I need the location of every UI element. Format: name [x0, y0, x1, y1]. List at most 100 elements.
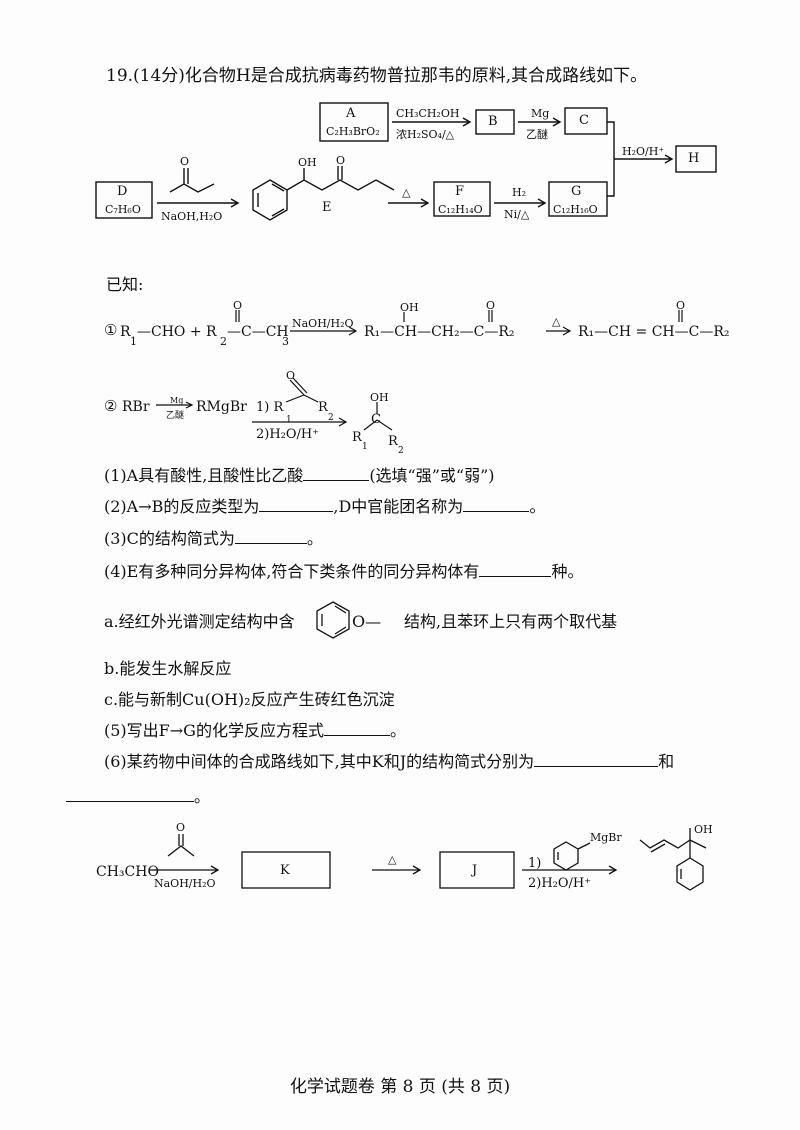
box-H	[675, 145, 717, 173]
condition-b: b.能发生水解反应	[104, 659, 232, 678]
known-r2-R2b: R	[388, 434, 398, 449]
known-r2-step1-sub: 1	[286, 415, 292, 425]
question-1: (1)A具有酸性,且酸性比乙酸(选填“强”或“弱”)	[104, 466, 495, 485]
condition-a-fragment: O—	[352, 612, 382, 631]
known-title: 已知:	[106, 275, 144, 294]
box-D	[95, 181, 153, 219]
question-2: (2)A→B的反应类型为,D中官能团名称为。	[104, 497, 546, 516]
scheme2-O: O	[176, 821, 186, 834]
label-F: F	[455, 184, 465, 199]
box-J	[439, 851, 515, 889]
known-r1-O: O	[233, 299, 243, 312]
known-r1-sub3: 3	[282, 335, 289, 348]
known-r2-step2: 2)H₂O/H⁺	[256, 427, 320, 442]
known-r2-OH: OH	[370, 391, 389, 404]
known-r1-sub1: 1	[130, 335, 137, 348]
scheme2-mgbr: MgBr	[590, 831, 622, 844]
known-r1-OH: OH	[400, 301, 419, 314]
known-r2-ether: 乙醚	[166, 411, 185, 421]
scheme2-J: J	[472, 863, 478, 878]
known-r1-prod1: R₁—CH—CH₂—C—R₂	[364, 324, 515, 340]
answer-blank-5[interactable]	[323, 721, 390, 736]
scheme2-step2: 2)H₂O/H⁺	[528, 876, 592, 891]
scheme2-cond1: NaOH/H₂O	[154, 877, 216, 890]
known-r1-num: ①	[104, 321, 118, 339]
known-r2-C: C	[371, 412, 381, 427]
condition-a-1: a.经红外光谱测定结构中含	[104, 612, 295, 631]
label-G: G	[571, 184, 582, 199]
known-r2-R2: R	[318, 400, 328, 415]
scheme2-delta: △	[388, 853, 397, 866]
page-footer: 化学试题卷 第 8 页 (共 8 页)	[289, 1077, 511, 1097]
known-r1-delta: △	[552, 315, 561, 328]
label-A: A	[346, 106, 356, 121]
reagent-H: H₂O/H⁺	[622, 145, 665, 158]
reagent-BC-top: Mg	[531, 107, 550, 120]
question-4: (4)E有多种同分异构体,符合下类条件的同分异构体有种。	[104, 562, 584, 581]
question-6: (6)某药物中间体的合成路线如下,其中K和J的结构简式分别为和	[104, 752, 675, 771]
answer-blank-6a[interactable]	[534, 752, 659, 767]
known-r1-O2: O	[486, 299, 496, 312]
formula-D: C₇H₆O	[105, 203, 141, 216]
answer-blank-4[interactable]	[479, 562, 552, 577]
scheme2-K: K	[280, 863, 290, 878]
atom-O-butanone: O	[180, 155, 190, 168]
known-r2-left: RBr	[122, 399, 150, 415]
scheme2-OH: OH	[694, 823, 713, 836]
known-r2-O: O	[286, 369, 296, 382]
question-5: (5)写出F→G的化学反应方程式。	[104, 721, 406, 740]
known-r1-cho: —CHO + R	[137, 324, 217, 340]
known-r1-R1: R	[120, 324, 131, 340]
label-H: H	[688, 151, 700, 166]
box-C	[564, 107, 608, 135]
known-r2-step1: 1) R	[256, 400, 284, 415]
answer-blank-2b[interactable]	[463, 497, 530, 512]
answer-blank-2a[interactable]	[259, 497, 334, 512]
known-r2-sub2: 2	[398, 446, 404, 456]
scheme2-step1: 1)	[528, 856, 542, 871]
formula-A: C₂H₃BrO₂	[326, 125, 380, 138]
answer-blank-3[interactable]	[234, 529, 307, 544]
label-C: C	[579, 113, 589, 128]
known-r2-mg: Mg	[170, 396, 184, 405]
reagent-BC-bottom: 乙醚	[526, 128, 548, 141]
question-6-cont: 。	[66, 787, 210, 807]
known-r2-num: ②	[104, 397, 118, 415]
answer-blank-6b[interactable]	[66, 787, 194, 802]
reagent-AB-bottom: 浓H₂SO₄/△	[396, 128, 455, 141]
box-G	[548, 181, 608, 217]
question-3: (3)C的结构简式为。	[104, 529, 323, 548]
known-r1-cond: NaOH/H₂O	[292, 317, 354, 330]
known-r1-O3: O	[676, 299, 686, 312]
known-r1-sub2: 2	[220, 335, 227, 348]
box-A	[319, 102, 389, 142]
atom-O-E: O	[336, 154, 346, 167]
known-r1-c: —C—CH	[227, 324, 289, 340]
reagent-EF: △	[402, 186, 411, 199]
scheme2-start: CH₃CHO	[96, 864, 159, 880]
reagent-FG-bottom: Ni/△	[504, 208, 530, 221]
label-B: B	[488, 114, 498, 129]
known-r2-R1: R	[352, 430, 362, 445]
formula-G: C₁₂H₁₆O	[553, 203, 598, 216]
known-r1-prod2: R₁—CH = CH—C—R₂	[578, 324, 730, 340]
label-E: E	[322, 200, 332, 215]
known-r2-R2-sub: 2	[328, 413, 334, 423]
known-r2-sub1: 1	[362, 442, 368, 452]
reagent-DE: NaOH,H₂O	[161, 210, 223, 223]
box-K	[241, 851, 331, 889]
question-header: 19.(14分)化合物H是合成抗病毒药物普拉那韦的原料,其合成路线如下。	[106, 66, 648, 86]
group-OH-E: OH	[298, 156, 317, 169]
label-D: D	[117, 184, 128, 199]
condition-c: c.能与新制Cu(OH)₂反应产生砖红色沉淀	[104, 690, 395, 709]
reagent-AB-top: CH₃CH₂OH	[396, 107, 460, 120]
known-r2-grignard: RMgBr	[196, 399, 247, 415]
condition-a-2: 结构,且苯环上只有两个取代基	[404, 612, 618, 631]
box-B	[475, 109, 515, 135]
answer-blank-1[interactable]	[303, 466, 370, 481]
